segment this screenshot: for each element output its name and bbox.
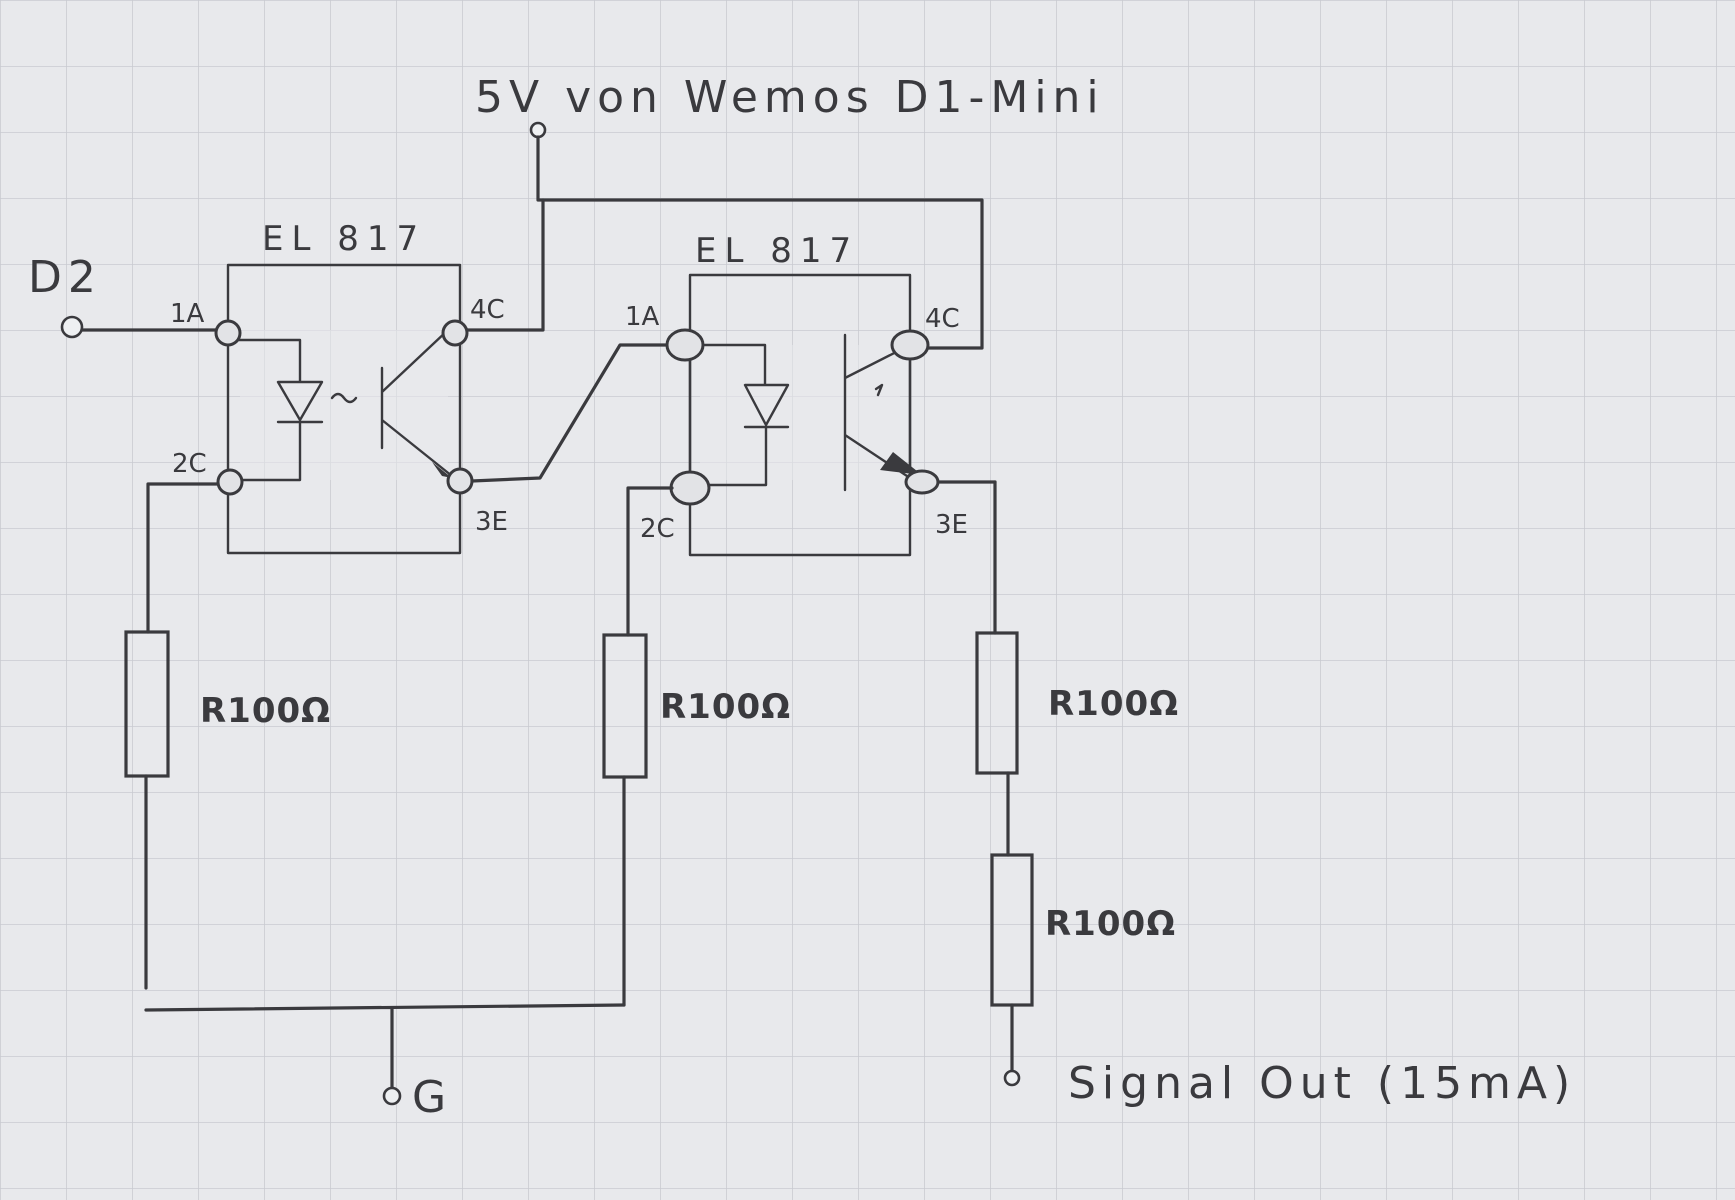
supply-wire — [536, 135, 984, 350]
optocoupler-2: EL 817 1A 4C 2C 3E — [625, 231, 968, 557]
resistor-3-label: R100Ω — [1048, 684, 1179, 724]
optocoupler-1-transistor-icon — [380, 328, 454, 478]
ground-terminal — [382, 1086, 402, 1106]
optocoupler-2-pin-3e — [904, 469, 940, 495]
optocoupler-1-pin-3e — [446, 467, 474, 495]
optocoupler-1-pin-3e-label: 3E — [475, 507, 508, 537]
optocoupler-1-led-icon — [226, 338, 324, 482]
resistor-4-label: R100Ω — [1045, 904, 1176, 944]
optocoupler-1-pin-2c — [216, 468, 244, 496]
input-label: D2 — [28, 252, 102, 303]
optocoupler-2-emitter-arrow-icon — [880, 452, 922, 475]
optocoupler-1: EL 817 1A 4C 2C 3E — [170, 219, 508, 555]
optocoupler-2-pin-2c — [669, 470, 711, 506]
optocoupler-2-pin-3e-label: 3E — [935, 510, 968, 540]
output-terminal — [1003, 1069, 1021, 1087]
optocoupler-2-pin-1a — [665, 328, 705, 362]
optocoupler-2-pin-2c-label: 2C — [640, 514, 675, 544]
optocoupler-1-light-icon — [330, 392, 358, 404]
interstage-wire — [470, 343, 672, 483]
optocoupler-1-emitter-arrow-icon — [432, 462, 452, 478]
optocoupler-2-transistor-icon — [843, 333, 912, 492]
resistor-1-wire-top — [146, 482, 220, 634]
input-terminal — [60, 315, 84, 339]
optocoupler-1-inner-window — [240, 330, 448, 480]
resistor-3 — [975, 631, 1019, 775]
ground-bus — [144, 1003, 626, 1097]
optocoupler-1-pin-1a — [214, 319, 242, 347]
optocoupler-2-pin-1a-label: 1A — [625, 302, 660, 332]
optocoupler-1-pin-4c-label: 4C — [470, 295, 505, 325]
supply-to-chip1-collector-wire — [453, 198, 545, 332]
optocoupler-2-part-label: EL 817 — [695, 231, 859, 271]
resistor-2-label: R100Ω — [660, 687, 791, 727]
supply-label: 5V von Wemos D1-Mini — [475, 72, 1105, 123]
optocoupler-2-led-icon — [688, 343, 790, 487]
resistor-1-label: R100Ω — [200, 691, 331, 731]
output-label: Signal Out (15mA) — [1068, 1058, 1576, 1109]
optocoupler-2-pin-4c — [890, 329, 930, 361]
optocoupler-1-pin-4c — [441, 319, 469, 347]
optocoupler-2-light-icon — [874, 383, 884, 397]
ground-label: G — [412, 1072, 452, 1123]
optocoupler-1-pin-1a-label: 1A — [170, 299, 205, 329]
optocoupler-1-part-label: EL 817 — [262, 219, 426, 259]
resistor-2-wire-top — [626, 486, 674, 637]
optocoupler-2-pin-4c-label: 4C — [925, 304, 960, 334]
supply-terminal — [529, 121, 547, 139]
optocoupler-1-body — [226, 263, 462, 555]
optocoupler-1-pin-2c-label: 2C — [172, 449, 207, 479]
